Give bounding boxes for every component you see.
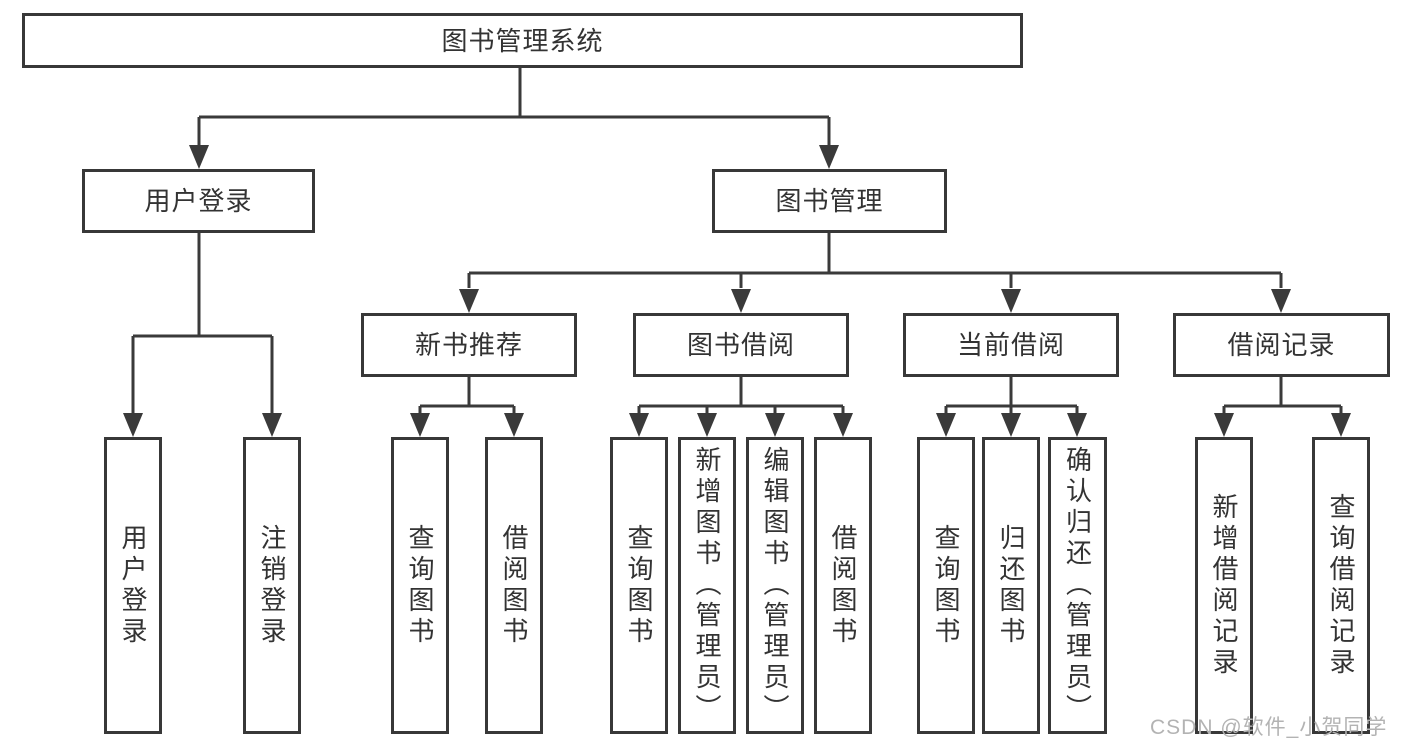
leaf-add-book-admin: 新增图书（管理员） bbox=[678, 437, 736, 734]
node-book-management: 图书管理 bbox=[712, 169, 947, 233]
leaf-confirm-return-admin: 确认归还（管理员） bbox=[1048, 437, 1107, 734]
node-borrow-records: 借阅记录 bbox=[1173, 313, 1390, 377]
leaf-user-login: 用户登录 bbox=[104, 437, 162, 734]
leaf-add-borrow-record: 新增借阅记录 bbox=[1195, 437, 1253, 734]
leaf-query-books-recommend: 查询图书 bbox=[391, 437, 449, 734]
leaf-edit-book-admin: 编辑图书（管理员） bbox=[746, 437, 804, 734]
node-current-borrow: 当前借阅 bbox=[903, 313, 1119, 377]
node-new-book-recommend: 新书推荐 bbox=[361, 313, 577, 377]
node-user-login: 用户登录 bbox=[82, 169, 315, 233]
leaf-borrow-books: 借阅图书 bbox=[814, 437, 872, 734]
arrowheads bbox=[123, 145, 1351, 437]
leaf-query-books-borrow: 查询图书 bbox=[610, 437, 668, 734]
leaf-query-books-current: 查询图书 bbox=[917, 437, 975, 734]
csdn-watermark: CSDN @软件_小贺同学 bbox=[1150, 716, 1388, 739]
leaf-return-book: 归还图书 bbox=[982, 437, 1040, 734]
leaf-logout-login: 注销登录 bbox=[243, 437, 301, 734]
leaf-borrow-books-recommend: 借阅图书 bbox=[485, 437, 543, 734]
node-book-borrow: 图书借阅 bbox=[633, 313, 849, 377]
node-library-management-system: 图书管理系统 bbox=[22, 13, 1023, 68]
leaf-query-borrow-record: 查询借阅记录 bbox=[1312, 437, 1370, 734]
connector-strokes bbox=[131, 68, 1343, 416]
